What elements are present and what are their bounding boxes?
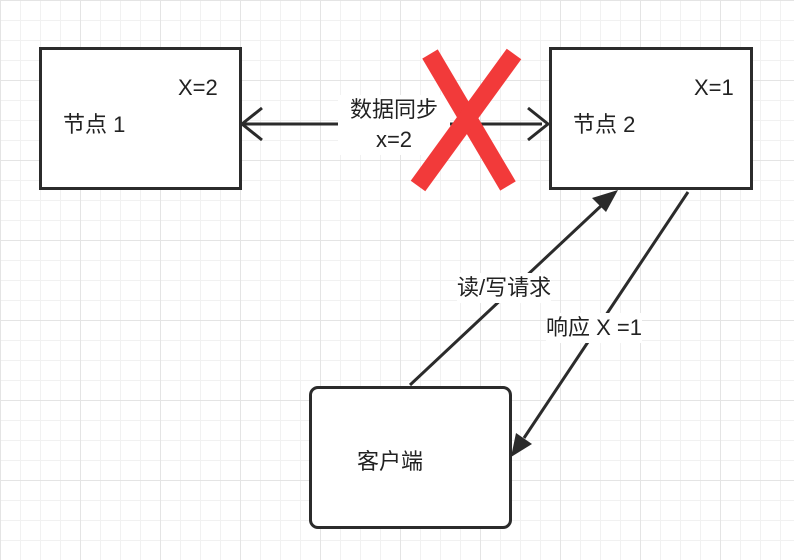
sync-arrowhead-left: [239, 106, 263, 142]
node-2-value: X=1: [694, 75, 734, 100]
request-edge-label: 读/写请求: [457, 273, 552, 303]
client-label: 客户端: [357, 449, 424, 474]
sync-edge-label: 数据同步 x=2: [338, 95, 450, 155]
sync-arrowhead-right: [527, 106, 551, 142]
red-cross-icon: [410, 48, 522, 192]
sync-label-line-1: 数据同步: [349, 97, 438, 122]
node-2-label: 节点 2: [573, 112, 636, 137]
client-box[interactable]: 客户端: [309, 386, 512, 529]
response-edge-label: 响应 X =1: [546, 313, 642, 343]
response-arrowhead: [511, 433, 532, 457]
node-1-value: X=2: [178, 75, 218, 100]
sync-label-line-2: x=2: [375, 127, 413, 152]
node-2-box[interactable]: X=1 节点 2: [549, 47, 753, 190]
node-1-label: 节点 1: [63, 112, 126, 137]
request-arrowhead: [592, 190, 618, 212]
node-1-box[interactable]: X=2 节点 1: [39, 47, 242, 190]
